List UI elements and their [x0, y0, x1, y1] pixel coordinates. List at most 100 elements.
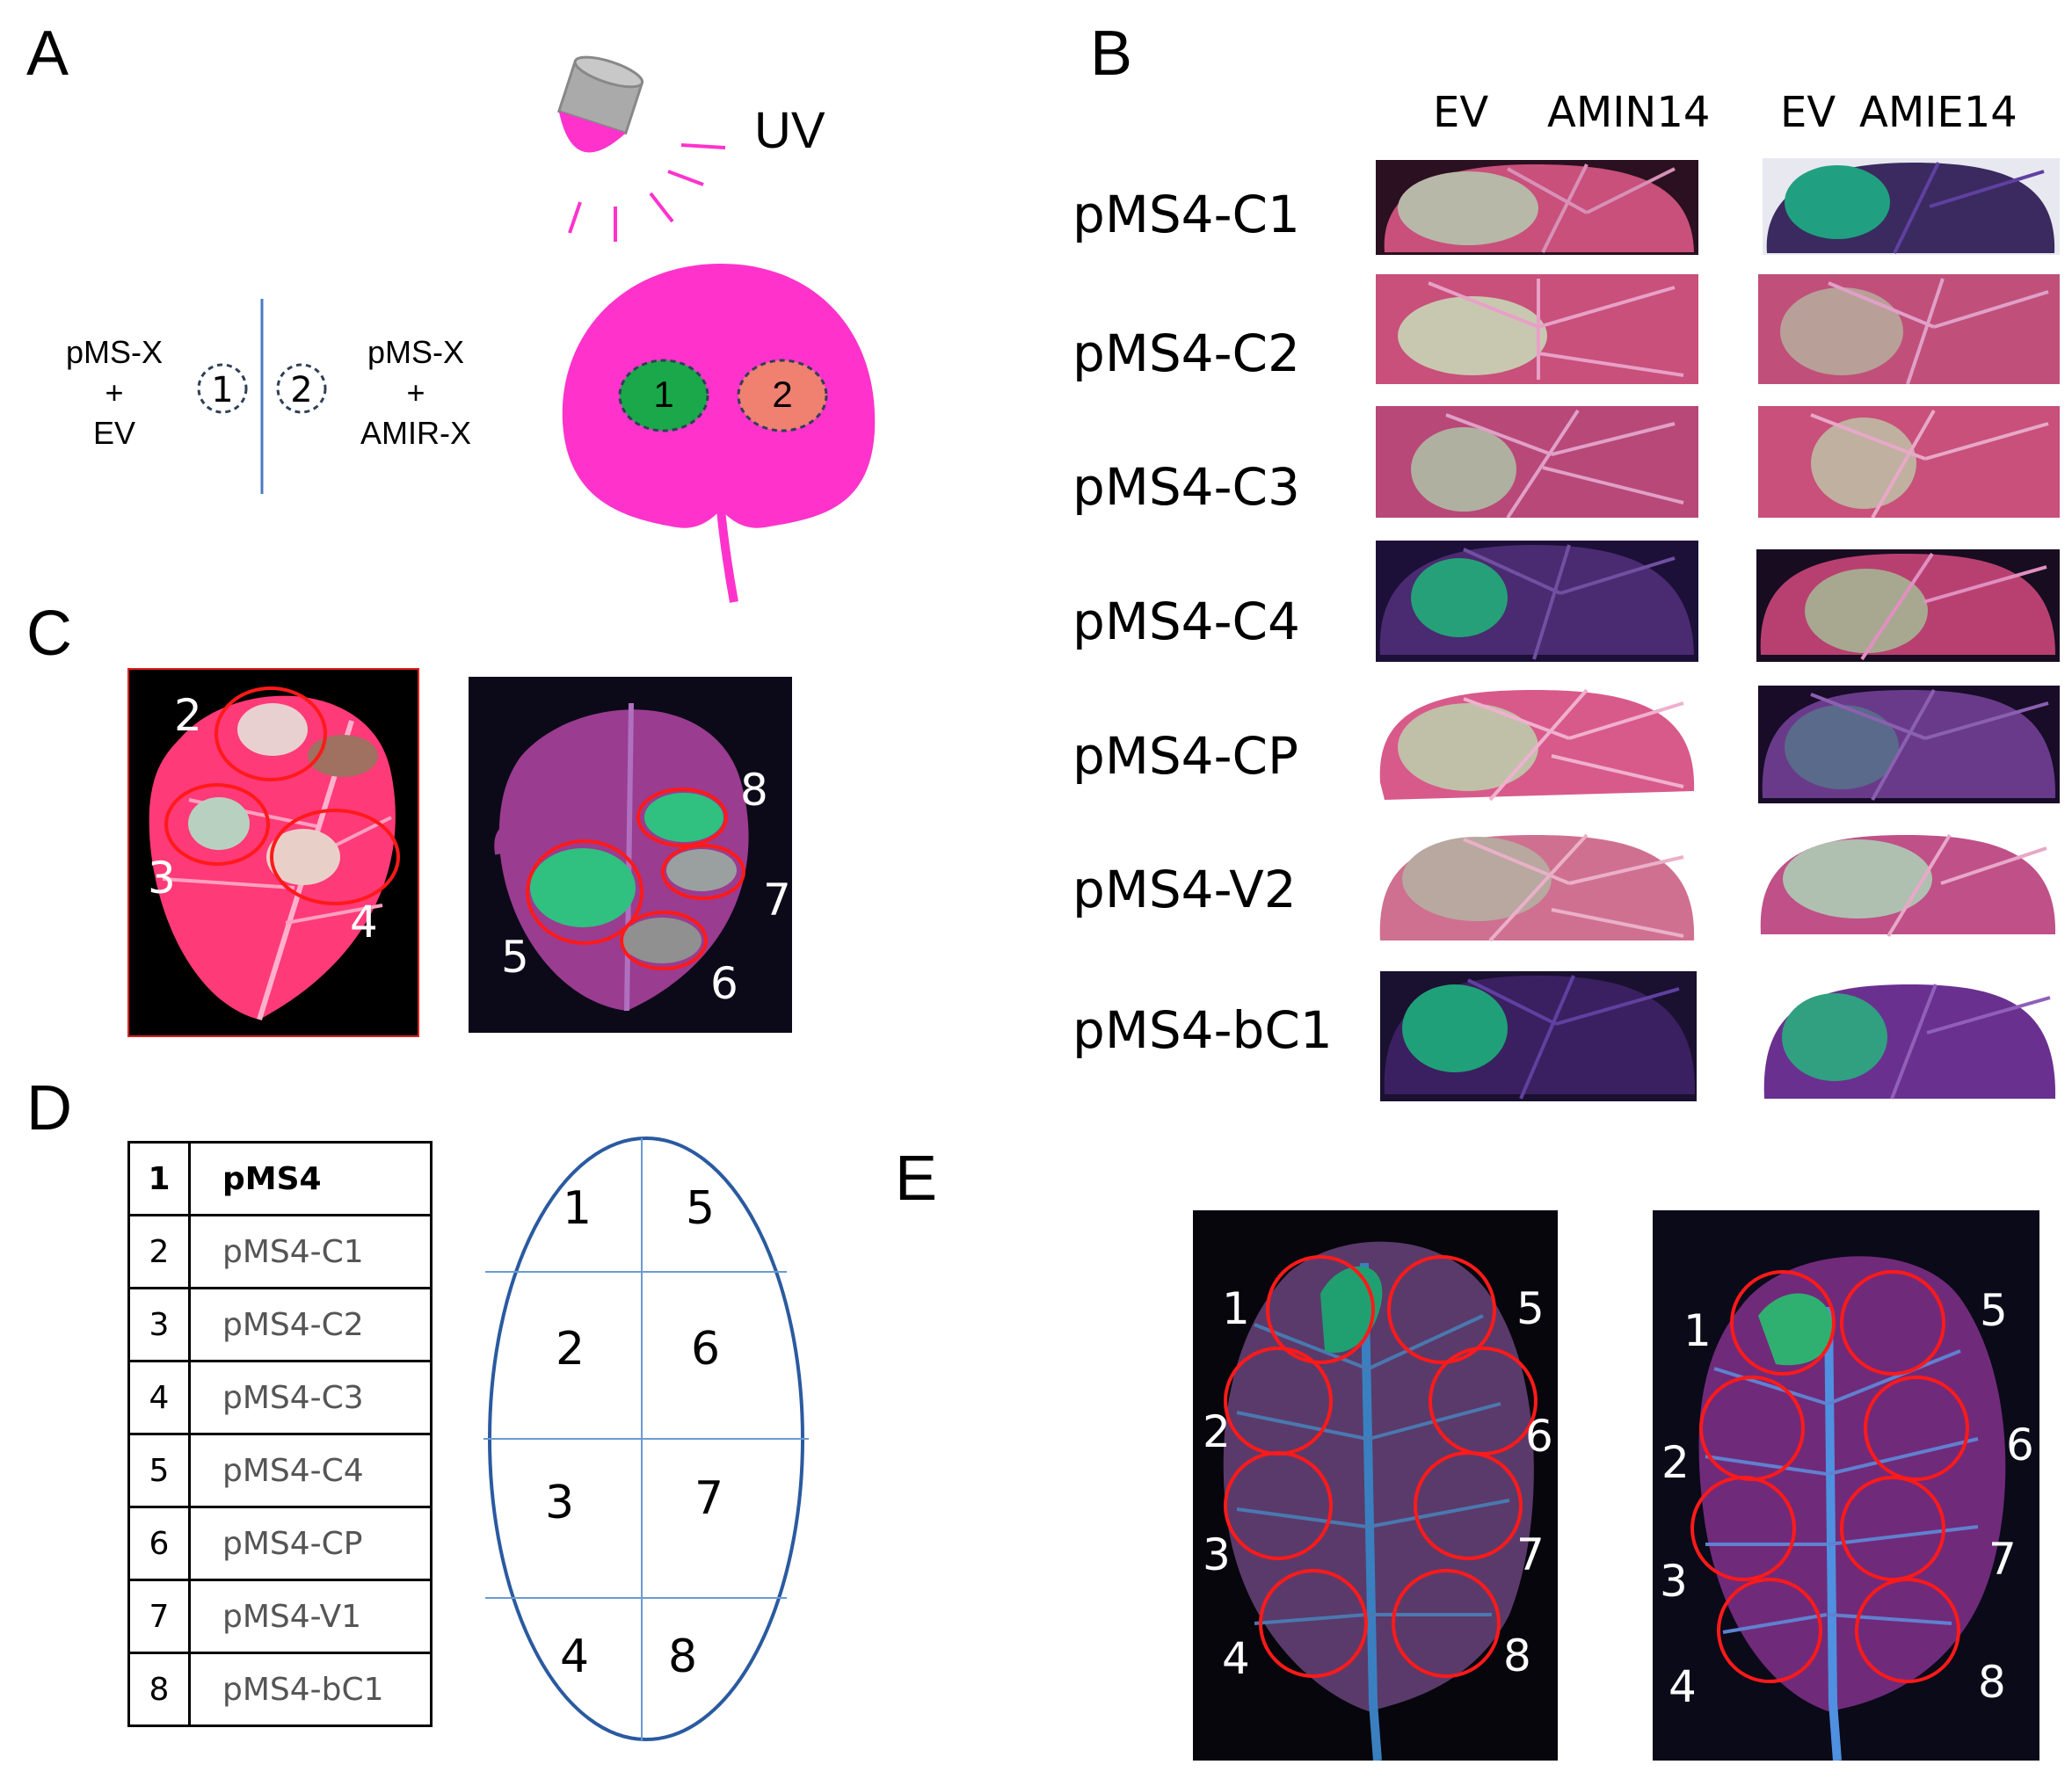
- panel-c-left-number-2: 2: [174, 690, 202, 741]
- table-cell-index: 5: [127, 1433, 191, 1508]
- leaf-photo-c1-amie14: [1763, 158, 2060, 255]
- row-label-c2: pMS4-C2: [1072, 323, 1300, 383]
- leaf-position-grid: [483, 1136, 809, 1741]
- panel-c-right-number-5: 5: [501, 932, 529, 983]
- panel-c-right-number-6: 6: [710, 958, 738, 1009]
- row-label-c3: pMS4-C3: [1072, 457, 1300, 517]
- panel-e-right-3: 3: [1660, 1556, 1688, 1607]
- col-header-ev-1: EV: [1433, 88, 1489, 137]
- uv-label: UV: [754, 102, 825, 159]
- panel-e-right-2: 2: [1661, 1437, 1690, 1488]
- leaf-photo-e-right: [1653, 1210, 2039, 1761]
- panel-e-right-6: 6: [2006, 1420, 2034, 1470]
- panel-c-right-number-8: 8: [740, 765, 768, 816]
- table-cell-index: 8: [127, 1652, 191, 1727]
- left-line-3: EV: [92, 415, 136, 451]
- svg-text:2: 2: [290, 370, 312, 410]
- grid-position-3: 3: [545, 1477, 575, 1529]
- panel-e-left-7: 7: [1516, 1529, 1545, 1580]
- leaf-photo-bc1-amin14: [1380, 971, 1697, 1101]
- leaf-spot-1: 1: [653, 374, 674, 415]
- grid-position-5: 5: [686, 1182, 716, 1235]
- panel-e-right-1: 1: [1683, 1305, 1712, 1356]
- panel-label-b: B: [1090, 18, 1133, 89]
- panel-label-a: A: [26, 18, 69, 89]
- panel-c-right-number-7: 7: [763, 875, 791, 926]
- col-header-amin14: AMIN14: [1547, 88, 1711, 137]
- table-cell-index: 6: [127, 1506, 191, 1581]
- panel-e-right-8: 8: [1978, 1657, 2006, 1708]
- grid-position-2: 2: [556, 1323, 585, 1376]
- row-label-c4: pMS4-C4: [1072, 592, 1300, 651]
- leaf-photo-e-left: [1193, 1210, 1558, 1761]
- leaf-photo-c4-amin14: [1376, 541, 1698, 662]
- table-cell-construct: pMS4-V1: [188, 1579, 433, 1654]
- leaf-photo-v2-amin14: [1376, 831, 1698, 945]
- panel-c-left-number-3: 3: [148, 853, 176, 904]
- leaf-photo-cp-amie14: [1758, 686, 2060, 803]
- leaf-photo-c2-amin14: [1376, 274, 1698, 384]
- table-cell-construct: pMS4-bC1: [188, 1652, 433, 1727]
- table-cell-index: 2: [127, 1214, 191, 1289]
- panel-label-c: C: [26, 599, 72, 669]
- right-infiltration-label: pMS-X + AMIR-X: [337, 332, 495, 454]
- leaf-photo-c3-amie14: [1758, 406, 2060, 518]
- panel-e-left-2: 2: [1203, 1406, 1231, 1457]
- table-cell-construct: pMS4: [188, 1141, 433, 1216]
- leaf-spot-2: 2: [772, 374, 793, 415]
- svg-text:1: 1: [211, 370, 233, 410]
- table-cell-index: 1: [127, 1141, 191, 1216]
- table-cell-construct: pMS4-C1: [188, 1214, 433, 1289]
- table-cell-construct: pMS4-C3: [188, 1360, 433, 1435]
- row-label-c1: pMS4-C1: [1072, 185, 1300, 244]
- right-line-3: AMIR-X: [360, 415, 471, 451]
- uv-lamp-icon: [556, 55, 726, 242]
- right-line-1: pMS-X: [367, 334, 465, 370]
- col-header-ev-2: EV: [1780, 88, 1836, 137]
- panel-e-left-5: 5: [1516, 1283, 1545, 1334]
- panel-e-left-3: 3: [1203, 1529, 1231, 1580]
- leaf-photo-c-left: [127, 668, 419, 1037]
- leaf-photo-v2-amie14: [1756, 831, 2060, 941]
- panel-e-left-4: 4: [1222, 1633, 1250, 1684]
- grid-position-6: 6: [691, 1323, 721, 1376]
- right-line-2: +: [406, 374, 425, 410]
- leaf-photo-c4-amie14: [1756, 549, 2060, 662]
- leaf-photo-c2-amie14: [1758, 274, 2060, 384]
- table-cell-construct: pMS4-CP: [188, 1506, 433, 1581]
- spot-markers-diagram: 1 2: [197, 299, 327, 494]
- left-line-2: +: [105, 374, 124, 410]
- left-infiltration-label: pMS-X + EV: [53, 332, 176, 454]
- leaf-photo-cp-amin14: [1376, 686, 1698, 803]
- panel-e-left-8: 8: [1503, 1630, 1531, 1681]
- panel-label-d: D: [26, 1073, 72, 1144]
- grid-position-1: 1: [563, 1182, 593, 1235]
- table-cell-index: 7: [127, 1579, 191, 1654]
- grid-position-7: 7: [694, 1472, 724, 1525]
- panel-e-right-7: 7: [1988, 1534, 2017, 1585]
- panel-e-left-6: 6: [1525, 1411, 1553, 1462]
- table-cell-construct: pMS4-C4: [188, 1433, 433, 1508]
- leaf-photo-c1-amin14: [1376, 160, 1698, 255]
- table-cell-index: 3: [127, 1287, 191, 1362]
- left-line-1: pMS-X: [65, 334, 164, 370]
- table-cell-construct: pMS4-C2: [188, 1287, 433, 1362]
- leaf-photo-c-right: [469, 677, 792, 1033]
- grid-position-8: 8: [668, 1630, 698, 1683]
- leaf-photo-bc1-amie14: [1760, 980, 2060, 1103]
- panel-e-right-5: 5: [1980, 1285, 2008, 1336]
- panel-e-left-1: 1: [1222, 1283, 1250, 1334]
- panel-label-e: E: [895, 1144, 938, 1214]
- row-label-v2: pMS4-V2: [1072, 860, 1297, 919]
- schematic-leaf: [562, 264, 876, 603]
- row-label-cp: pMS4-CP: [1072, 726, 1298, 786]
- row-label-bc1: pMS4-bC1: [1072, 1000, 1333, 1060]
